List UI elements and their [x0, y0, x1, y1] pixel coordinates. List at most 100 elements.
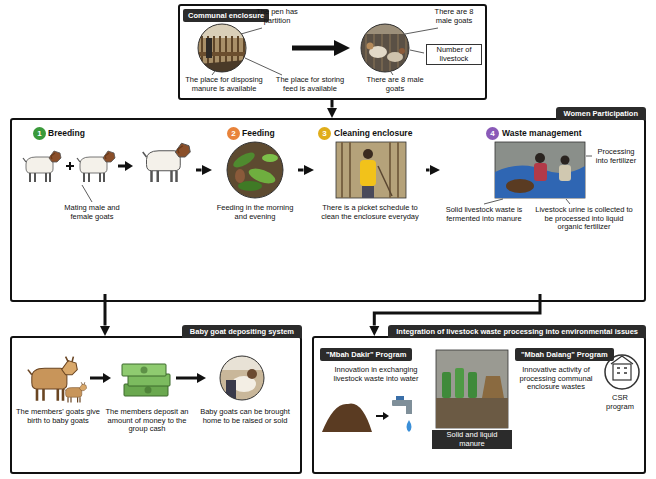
waste-photo [534, 163, 547, 181]
annotation-text: The pen has partition [250, 8, 304, 25]
enclosure-photo [198, 24, 246, 72]
annotation-text: Solid and liquid manure [432, 430, 512, 449]
annotation-text: There are 8 male goats [364, 76, 426, 93]
annotation-text: Baby goats can be brought home to be rai… [196, 408, 294, 425]
callout-number: 2 [227, 127, 240, 140]
waste-photo [495, 142, 585, 198]
depositing-panel: Baby goat depositing system [10, 336, 302, 474]
flow-arrow [196, 169, 202, 172]
transition-arrow [292, 46, 336, 51]
annotation-text: CSR program [598, 394, 642, 411]
breeding-goats [66, 162, 74, 170]
goats-photo [399, 48, 405, 54]
goats-photo [361, 24, 409, 72]
feeding-photo [231, 150, 257, 171]
annotation-text: Mating male and female goats [52, 204, 132, 221]
breeding-goats [77, 151, 115, 182]
feeding-photo [262, 154, 278, 162]
annotation-text: The members' goats give birth to baby go… [14, 408, 102, 425]
money-icon [122, 364, 170, 396]
manure-photo [455, 368, 464, 398]
flow-arrow-icon [103, 373, 111, 383]
annotation-text: Innovation in exchanging livestock waste… [320, 366, 432, 383]
callout-number: 1 [33, 127, 46, 140]
panel-title: Women Participation [556, 107, 646, 120]
flow-arrow [298, 169, 304, 172]
cleaning-photo [363, 149, 373, 159]
leader-line [82, 28, 592, 204]
photo-frame [227, 142, 283, 198]
integration-panel: Integration of livestock waste processin… [312, 336, 646, 474]
feeding-photo [235, 169, 245, 183]
panel-title: Baby goat depositing system [182, 325, 302, 338]
annotation-text: Processing into fertilizer [594, 148, 638, 165]
step-title: Breeding [48, 128, 85, 138]
leader-line [212, 71, 215, 75]
manure-photo [436, 350, 508, 428]
baby-goat-icon [64, 382, 87, 402]
soil-water-icon [376, 415, 384, 417]
leader-line [586, 156, 592, 157]
flow-arrow-icon [176, 377, 198, 380]
soil-water-icon [406, 400, 412, 414]
transition-arrow [292, 40, 350, 56]
cleaning-photo [342, 142, 398, 198]
goats-photo [361, 24, 409, 34]
baby-goat-icon [28, 357, 87, 403]
manure-photo [436, 350, 508, 428]
feeding-photo [227, 142, 283, 198]
annotation-text: Solid livestock waste is fermented into … [444, 206, 524, 223]
csr-icon [611, 356, 633, 364]
leader-line [391, 72, 393, 75]
soil-water-icon [322, 396, 412, 432]
annotation-text: There is a picket schedule to clean the … [316, 204, 424, 221]
transition-arrow [334, 40, 350, 56]
callout-number: 4 [486, 127, 499, 140]
annotation-text: The place for storing feed is available [272, 76, 348, 93]
waste-photo [506, 179, 534, 193]
photo-frame [361, 24, 409, 72]
step-title: Waste management [502, 128, 582, 138]
callout-number: 3 [318, 127, 331, 140]
leader-line [484, 199, 503, 204]
leader-line [410, 50, 424, 53]
leader-line [405, 28, 438, 34]
cleaning-photo [378, 166, 392, 196]
goats-photo [367, 43, 374, 50]
baby-goat-photo [220, 356, 264, 400]
annotation-text: The place for disposing manure is availa… [181, 76, 267, 93]
manure-photo [436, 398, 508, 428]
feeding-photo [227, 142, 283, 198]
flow-arrow-icon [90, 377, 104, 380]
waste-photo [535, 153, 545, 163]
enclosure-photo [198, 60, 246, 72]
csr-icon [613, 364, 631, 380]
annotation-text: Livestock urine is collected to be proce… [532, 206, 636, 232]
photo-frame [198, 24, 246, 72]
photo-frame [220, 356, 264, 400]
program-title: "Mbah Dalang" Program [521, 350, 608, 359]
flow-arrow [374, 294, 540, 326]
cleaning-photo [362, 186, 374, 198]
csr-icon [617, 368, 627, 373]
flow-arrow [104, 294, 107, 326]
manure-photo [482, 376, 504, 398]
money-icon [122, 364, 166, 376]
waste-photo [559, 165, 571, 181]
breeding-goats [23, 143, 190, 182]
money-icon [145, 387, 152, 394]
flow-arrow-icon [197, 373, 206, 383]
soil-water-icon [322, 404, 372, 432]
enclosure-photo [198, 52, 246, 56]
breeding-goats [125, 161, 133, 171]
cleaning-photo [360, 160, 376, 186]
manure-photo [442, 372, 451, 398]
cleaning-photo [336, 142, 406, 198]
annotation-text: There are 8 male goats [426, 8, 482, 25]
enclosure-photo [198, 24, 246, 72]
cleaning-photo [336, 142, 406, 198]
program-tag: "Mbah Dakir" Program [320, 348, 412, 361]
soil-water-icon [383, 412, 389, 420]
soil-water-icon [396, 396, 404, 400]
